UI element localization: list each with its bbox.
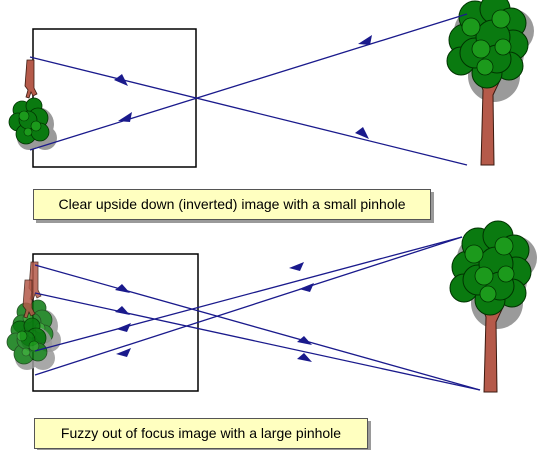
- arrow-icon: [114, 35, 372, 139]
- light-rays-bottom: [34, 236, 481, 391]
- tree-icon: [446, 0, 535, 166]
- inverted-tree-icon: [8, 59, 58, 151]
- pinhole-camera-box: [32, 28, 197, 168]
- arrow-icon: [115, 262, 314, 362]
- caption-small-pinhole: Clear upside down (inverted) image with …: [33, 189, 431, 220]
- light-rays-top: [29, 13, 468, 166]
- tree-icon: [449, 220, 538, 393]
- caption-large-pinhole: Fuzzy out of focus image with a large pi…: [34, 418, 368, 449]
